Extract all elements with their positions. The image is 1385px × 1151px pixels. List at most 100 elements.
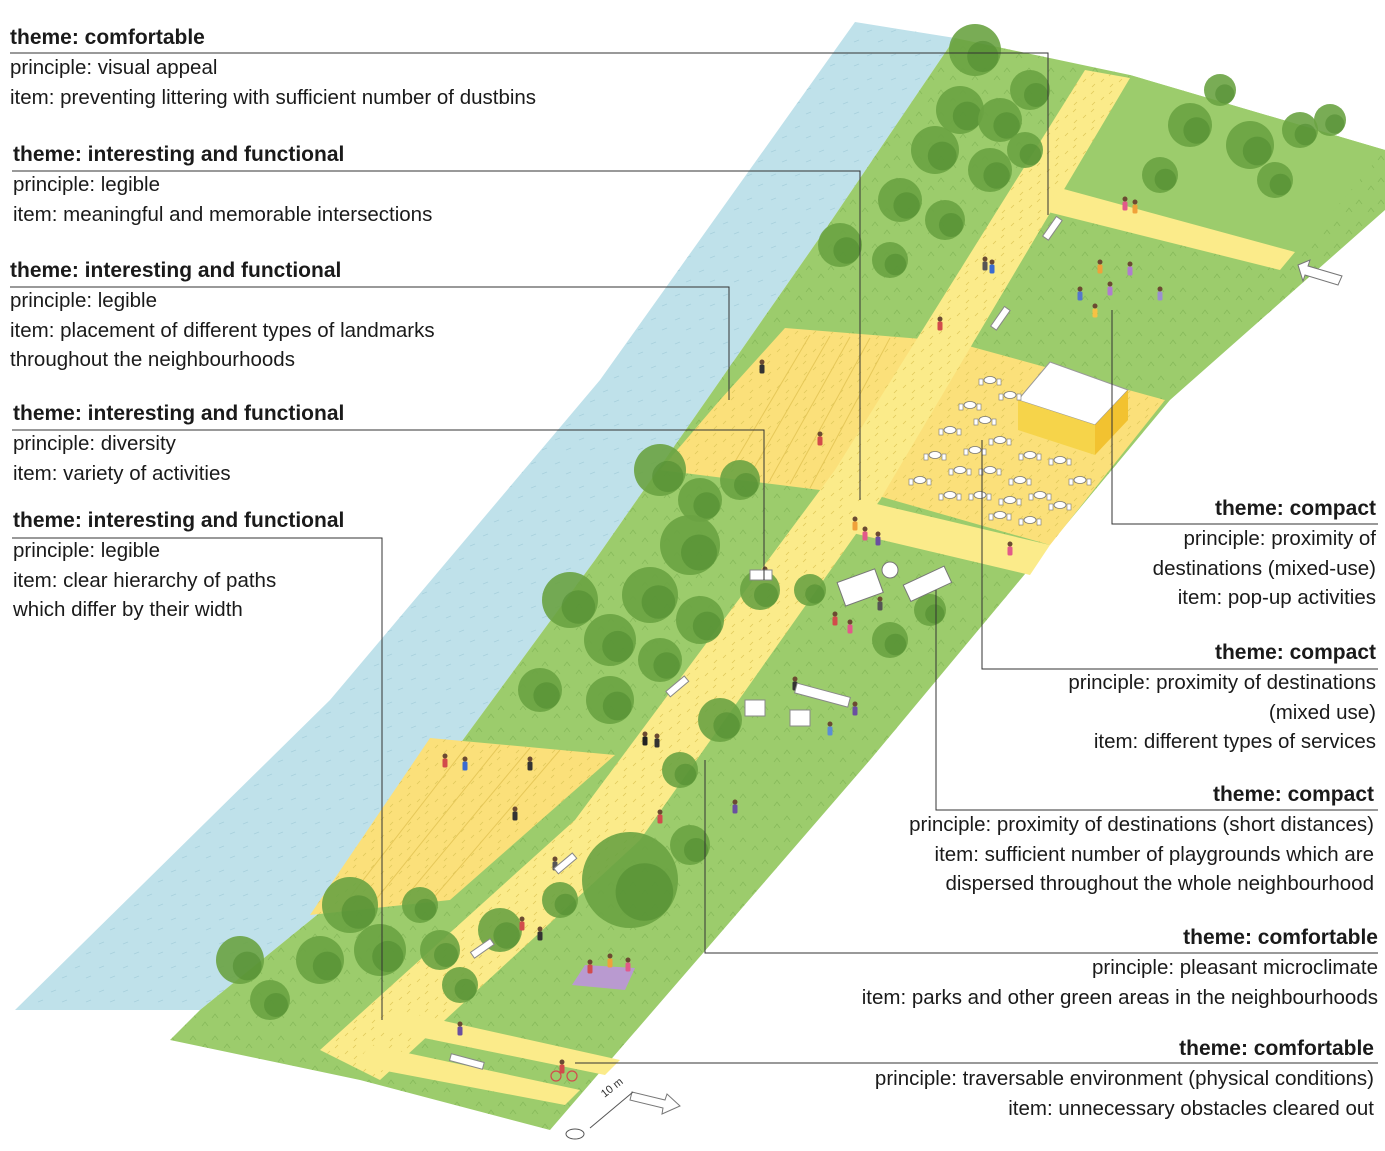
annotation-left-1: theme: comfortable principle: visual app… (10, 23, 536, 112)
annotation-line: principle: visual appeal (10, 56, 218, 79)
person (1122, 196, 1128, 211)
person (832, 611, 838, 626)
annotation-line: item: sufficient number of playgrounds w… (934, 842, 1374, 866)
person (1107, 281, 1113, 296)
cafe-table (998, 496, 1022, 506)
annotation-line: item: clear hierarchy of paths (13, 568, 277, 592)
person (732, 799, 738, 814)
cross-path-lower (385, 1010, 620, 1075)
annotation-right-2: theme: compact principle: proximity of d… (1068, 638, 1376, 757)
annotation-theme: theme: comfortable (10, 26, 205, 49)
trees (216, 24, 1346, 1020)
cafe-table (988, 436, 1012, 446)
tree (542, 882, 578, 918)
annotation-line: item: preventing littering with sufficie… (10, 85, 537, 109)
person (457, 1021, 463, 1036)
people (442, 196, 1163, 1082)
tree (1314, 104, 1346, 136)
annotation-line: principle: proximity of destinations (sh… (909, 813, 1374, 836)
bicycle (550, 1070, 578, 1082)
person (875, 531, 881, 546)
person (877, 596, 883, 611)
tree (794, 574, 826, 606)
tree (978, 98, 1022, 142)
person (654, 733, 660, 748)
person (852, 701, 858, 716)
person (989, 259, 995, 274)
cafe-table (978, 376, 1002, 386)
person (1157, 286, 1163, 301)
tree (250, 980, 290, 1020)
cafe-table (1018, 516, 1042, 526)
annotation-line: item: unnecessary obstacles cleared out (1008, 1096, 1374, 1120)
tree (878, 178, 922, 222)
cafe-table (923, 451, 947, 461)
annotation-right-1: theme: compact principle: proximity of d… (1153, 494, 1376, 613)
person (527, 756, 533, 771)
annotation-left-4: theme: interesting and functional princi… (13, 399, 344, 488)
cafe-table (958, 401, 982, 411)
annotation-line: principle: legible (13, 539, 161, 562)
annotation-line: item: variety of activities (13, 461, 231, 485)
tree (1226, 121, 1274, 169)
scale-bar (565, 1091, 634, 1140)
tree (678, 478, 722, 522)
tree (872, 242, 908, 278)
tree (354, 924, 406, 976)
tree (542, 572, 598, 628)
cafe-table (1018, 451, 1042, 461)
tree (911, 126, 959, 174)
tree (584, 614, 636, 666)
cafe-tables (908, 376, 1092, 526)
person (1097, 259, 1103, 274)
person (657, 809, 663, 824)
annotation-left-3: theme: interesting and functional princi… (10, 256, 435, 375)
annotation-line: principle: pleasant microclimate (1092, 956, 1378, 979)
person (827, 721, 833, 736)
annotation-left-5: theme: interesting and functional princi… (13, 506, 344, 625)
tree (660, 515, 720, 575)
annotation-theme: theme: compact (1214, 497, 1376, 520)
tree (720, 460, 760, 500)
cafe-table (963, 446, 987, 456)
tree (322, 877, 378, 933)
annotation-line: item: different types of services (1093, 730, 1376, 753)
tree (1257, 162, 1293, 198)
person (817, 431, 823, 446)
cafe-table (968, 491, 992, 501)
annotation-line: principle: legible (13, 173, 161, 196)
tree (402, 887, 438, 923)
tree (634, 444, 686, 496)
person (937, 316, 943, 331)
cafe-table (978, 466, 1002, 476)
cafe-table (1028, 491, 1052, 501)
annotation-theme: theme: compact (1212, 783, 1374, 806)
cafe-table (938, 426, 962, 436)
entrance-arrow-bottom (629, 1091, 681, 1115)
cafe-table (973, 416, 997, 426)
person (847, 619, 853, 634)
annotation-line: destinations (mixed-use) (1152, 556, 1376, 580)
person (982, 256, 988, 271)
tree (1282, 112, 1318, 148)
tree (1142, 157, 1178, 193)
tree (914, 594, 946, 626)
tree (670, 825, 710, 865)
annotation-theme: theme: interesting and functional (13, 402, 345, 425)
cafe-table (908, 476, 932, 486)
popup-kiosk (1017, 361, 1129, 455)
playground-structures (836, 561, 953, 607)
person (1077, 286, 1083, 301)
cross-path-middle (840, 500, 1050, 575)
annotation-right-3: theme: compact principle: proximity of d… (909, 780, 1374, 899)
cafe-table (1008, 476, 1032, 486)
cafe-table (998, 391, 1022, 401)
annotation-line: item: placement of different types of la… (10, 318, 435, 342)
person (512, 806, 518, 821)
annotation-line: (mixed use) (1268, 700, 1376, 724)
person (759, 359, 765, 374)
tree (968, 148, 1012, 192)
annotation-line: principle: legible (10, 289, 158, 312)
tree (1010, 70, 1050, 110)
annotation-line: item: parks and other green areas in the… (861, 985, 1378, 1009)
